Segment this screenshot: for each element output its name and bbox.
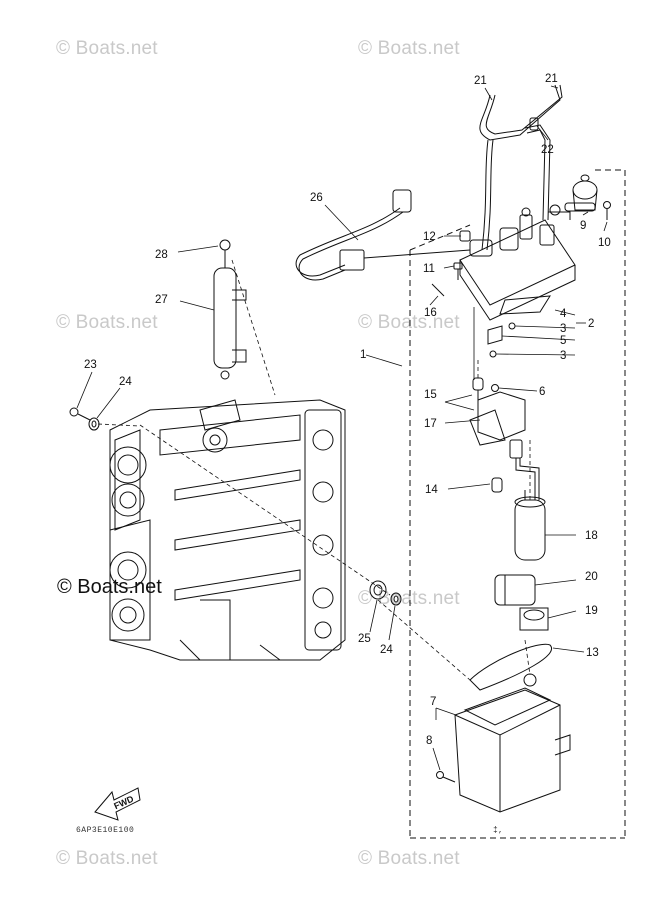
bolt-10 <box>603 201 611 220</box>
fuel-rail <box>213 239 247 380</box>
callout-6: 6 <box>539 386 545 398</box>
screw-11 <box>453 262 463 280</box>
gasket-4 <box>499 295 551 315</box>
callout-13: 13 <box>586 647 599 659</box>
callout-2: 2 <box>588 318 594 330</box>
callout-3a: 3 <box>560 323 566 335</box>
callout-4: 4 <box>560 308 567 320</box>
callout-22: 22 <box>541 144 554 156</box>
fuel-pump-bracket <box>469 391 526 446</box>
callout-17: 17 <box>424 418 437 430</box>
callout-28: 28 <box>155 249 168 261</box>
callout-15: 15 <box>424 389 437 401</box>
callout-11: 11 <box>423 263 435 275</box>
engine-block <box>109 399 346 661</box>
callout-7: 7 <box>430 696 436 708</box>
bracket-5 <box>487 325 503 345</box>
watermark: © Boats.net <box>56 312 158 333</box>
drawing-code-small: ‡‚ <box>493 826 503 835</box>
hose-clip-22 <box>529 117 539 131</box>
assembly-boundary <box>409 169 626 839</box>
leader-lines <box>76 85 608 771</box>
callout-5: 5 <box>560 335 566 347</box>
wire-harness <box>295 189 471 281</box>
callout-1: 1 <box>360 349 366 361</box>
callout-3b: 3 <box>560 350 566 362</box>
callout-10: 10 <box>598 237 611 249</box>
callout-16: 16 <box>424 307 437 319</box>
watermark: © Boats.net <box>56 848 158 869</box>
callout-14: 14 <box>425 484 438 496</box>
watermark: © Boats.net <box>56 38 158 59</box>
callout-19: 19 <box>585 605 598 617</box>
fwd-arrow-icon: FWD <box>94 787 141 821</box>
callout-8: 8 <box>426 735 432 747</box>
callout-27: 27 <box>155 294 168 306</box>
screw-8 <box>436 771 456 783</box>
float-chamber <box>454 673 571 813</box>
fuel-filter <box>494 574 536 606</box>
callout-9: 9 <box>580 220 586 232</box>
callout-18: 18 <box>585 530 598 542</box>
watermark: © Boats.net <box>358 588 460 609</box>
callout-21b: 21 <box>545 73 558 85</box>
screw-12 <box>459 230 471 242</box>
bolt-23 <box>69 407 91 421</box>
fuel-pump <box>514 490 546 561</box>
callout-23: 23 <box>84 359 97 371</box>
fitting-15 <box>472 377 484 405</box>
pin-16 <box>431 283 445 297</box>
callout-24b: 24 <box>380 644 393 656</box>
vapor-separator-cover <box>459 204 576 321</box>
washer-24-left <box>88 417 100 431</box>
drawing-code: 6AP3E10E100 <box>76 826 135 835</box>
filter-holder <box>519 607 549 631</box>
callout-25: 25 <box>358 633 371 645</box>
screw-3a <box>508 322 516 330</box>
washer-24-right <box>390 592 402 606</box>
callout-21a: 21 <box>474 75 487 87</box>
watermark: © Boats.net <box>358 38 460 59</box>
screw-6 <box>491 384 499 392</box>
callout-12: 12 <box>423 231 436 243</box>
pump-wire <box>509 439 540 500</box>
grommet-25 <box>369 580 387 600</box>
fuel-hose <box>479 84 563 251</box>
watermark: © Boats.net <box>358 312 460 333</box>
gasket-13 <box>469 643 553 691</box>
watermark-main: © Boats.net <box>57 576 162 598</box>
screw-3b <box>489 350 497 358</box>
callout-24a: 24 <box>119 376 132 388</box>
guide-lines <box>97 259 531 681</box>
callout-labels: 1 2 3 3 4 5 6 7 8 9 10 11 12 13 14 15 16… <box>84 73 611 747</box>
grommet-14 <box>491 477 503 493</box>
pressure-regulator <box>564 174 598 212</box>
callout-20: 20 <box>585 571 598 583</box>
callout-26: 26 <box>310 192 323 204</box>
watermark: © Boats.net <box>358 848 460 869</box>
